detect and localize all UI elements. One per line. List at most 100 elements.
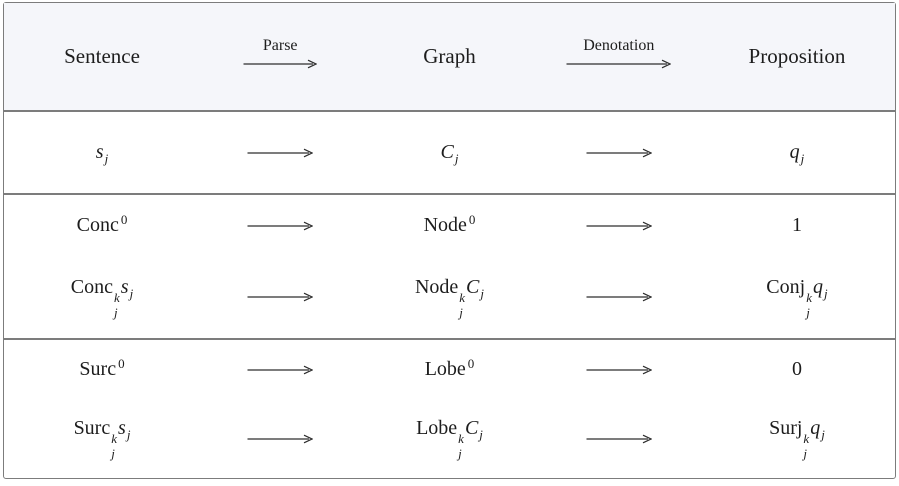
- maps-to-arrow: [200, 147, 360, 159]
- superscript: 0: [120, 212, 128, 228]
- superscript: k: [458, 431, 464, 446]
- subscript: j: [479, 427, 483, 442]
- maps-to-arrow: [200, 220, 360, 232]
- superscript: 0: [468, 212, 476, 228]
- maps-to-arrow: [200, 433, 360, 445]
- header-label: Proposition: [748, 44, 846, 68]
- header-cell-graph: Graph: [360, 44, 538, 69]
- subscript: j: [800, 151, 805, 166]
- math-term: 0: [791, 358, 802, 380]
- math-term: Lobe: [416, 417, 458, 439]
- subscript: j: [454, 151, 459, 166]
- subscript: j: [459, 304, 463, 320]
- math-term: Node: [414, 275, 459, 298]
- math-term: Surc: [79, 358, 117, 380]
- long-right-arrow-icon: [247, 292, 314, 302]
- maps-to-arrow: [539, 291, 699, 303]
- graph-C-j: Cj: [440, 141, 459, 166]
- math-term: C: [466, 275, 480, 298]
- subscript: j: [126, 427, 131, 442]
- maps-to-arrow: [200, 364, 360, 376]
- math-term: q: [810, 417, 821, 439]
- zero: 0: [699, 358, 895, 381]
- maps-to-arrow: [200, 291, 360, 303]
- math-term: C: [464, 417, 479, 439]
- zero: 0: [792, 358, 802, 381]
- parse-arrow: Parse: [200, 37, 360, 73]
- maps-to-arrow: [539, 147, 699, 159]
- subscript: j: [821, 427, 825, 442]
- superscript: k: [111, 431, 118, 446]
- math-term: q: [789, 141, 800, 163]
- superscript: 0: [467, 356, 475, 371]
- subscript: j: [458, 446, 462, 461]
- header-cell-sentence: Sentence: [4, 44, 200, 69]
- superscript: k: [803, 431, 810, 446]
- math-term: C: [440, 141, 454, 163]
- parse-arrow: Parse: [243, 37, 318, 70]
- proposition-q-j: qj: [699, 141, 895, 166]
- sentence-s-j: sj: [4, 141, 200, 165]
- long-right-arrow-icon: [586, 221, 652, 231]
- superscript: k: [806, 289, 812, 305]
- header-label: Graph: [423, 44, 476, 68]
- math-term: Node: [423, 214, 467, 237]
- proposition-q-j: qj: [789, 141, 805, 166]
- maps-to-arrow: [539, 220, 699, 232]
- subscript: j: [111, 446, 115, 461]
- long-right-arrow-icon: [566, 59, 672, 69]
- long-right-arrow-icon: [247, 434, 314, 443]
- long-right-arrow-icon: [586, 365, 652, 374]
- superscript: 0: [118, 356, 125, 371]
- superscript: k: [459, 289, 466, 305]
- arrow-label: Parse: [262, 37, 298, 54]
- long-right-arrow-icon: [243, 59, 318, 69]
- math-term: Surc: [73, 417, 111, 439]
- long-right-arrow-icon: [586, 434, 652, 443]
- math-term: s: [95, 141, 104, 163]
- header-label: Sentence: [64, 44, 140, 68]
- math-term: Conj: [766, 275, 806, 298]
- subscript: j: [823, 285, 828, 301]
- math-term: q: [812, 275, 823, 298]
- math-term: Conc: [76, 214, 119, 237]
- math-term: 1: [791, 214, 802, 237]
- long-right-arrow-icon: [247, 365, 314, 374]
- math-term: Conc: [70, 275, 114, 298]
- superscript: k: [114, 289, 120, 305]
- one: 1: [792, 214, 802, 237]
- math-term: Lobe: [424, 358, 466, 380]
- math-term: Surj: [769, 417, 803, 439]
- maps-to-arrow: [539, 364, 699, 376]
